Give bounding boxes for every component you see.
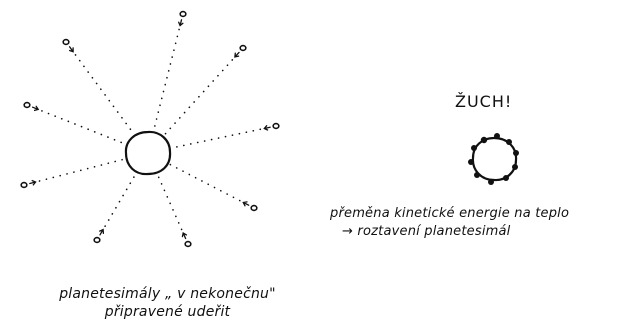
trajectory-line — [105, 174, 136, 227]
arrow-icon — [30, 181, 36, 185]
planetesimals — [21, 12, 279, 247]
planetesimal — [273, 124, 279, 129]
trajectory-line — [169, 164, 240, 201]
arrow-icon — [182, 233, 186, 239]
planetesimal — [185, 242, 191, 247]
arrow-icon — [70, 47, 74, 52]
planetesimal — [240, 46, 246, 51]
arrow-icon — [243, 202, 248, 206]
left-caption: planetesimály „ v nekonečnu" připravené … — [40, 285, 295, 321]
trajectory-line — [164, 60, 232, 135]
arrow-icon — [100, 230, 104, 235]
planetesimal — [180, 12, 186, 17]
central-planet — [126, 132, 170, 174]
left-caption-line2: připravené udeřit — [40, 303, 295, 321]
planetesimal — [24, 103, 30, 108]
trajectory-line — [154, 30, 179, 130]
planetesimal — [63, 40, 69, 45]
trajectory-line — [76, 55, 134, 134]
right-caption-line2: → roztavení planetesimál — [330, 223, 569, 241]
attached-planetesimals — [468, 133, 519, 185]
arrow-icon — [33, 106, 39, 110]
planetesimal — [251, 206, 257, 211]
planetesimal — [94, 238, 100, 243]
impact-label: ŽUCH! — [455, 92, 512, 111]
planetesimal — [21, 183, 27, 188]
arrow-icon — [179, 20, 183, 26]
right-caption-line1: přeměna kinetické energie na teplo — [330, 205, 569, 223]
arrow-icon — [264, 126, 270, 130]
right-caption: přeměna kinetické energie na teplo → roz… — [330, 205, 569, 241]
left-caption-line1: planetesimály „ v nekonečnu" — [40, 285, 295, 303]
arrow-icon — [235, 52, 239, 57]
trajectory-lines — [40, 30, 261, 230]
trajectory-line — [172, 129, 261, 148]
trajectory-line — [158, 175, 182, 229]
trajectory-line — [42, 111, 126, 144]
trajectory-line — [40, 159, 125, 181]
